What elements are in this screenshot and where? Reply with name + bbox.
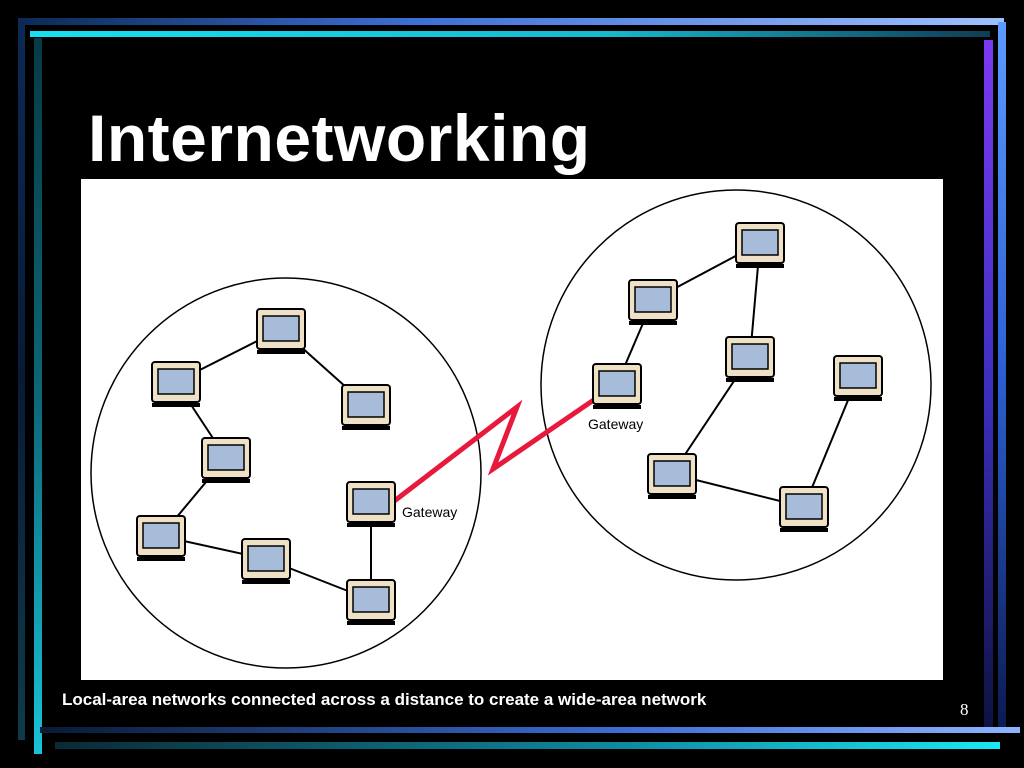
computer-icon [628,279,678,326]
frame-left-bar-inner [34,38,42,754]
computer-icon [201,437,251,484]
gateway-computer-icon [346,481,396,528]
wan-link [391,381,619,504]
network-diagram: Gateway Gateway [81,179,943,680]
lan-boundary-right [540,189,932,581]
computer-icon [256,308,306,355]
computer-icon [136,515,186,562]
gateway-computer-icon [592,363,642,410]
slide-title: Internetworking [88,101,591,175]
computer-icon [833,355,883,402]
computer-icon [725,336,775,383]
frame-left-bar-outer [18,18,25,740]
frame-right-bar-inner [998,22,1006,732]
frame-right-bar-outer [984,40,993,730]
computer-icon [151,361,201,408]
frame-bottom-bar-inner [55,742,1000,749]
gateway-label-right: Gateway [588,416,643,432]
frame-bottom-bar-outer [40,727,1020,733]
frame-top-bar-inner [30,31,990,37]
page-number: 8 [960,700,969,719]
computer-icon [647,453,697,500]
slide-caption: Local-area networks connected across a d… [62,690,707,709]
gateway-label-left: Gateway [402,504,457,520]
computer-icon [241,538,291,585]
frame-top-bar-outer [18,18,1004,25]
computer-icon [779,486,829,533]
lan-boundary-left [90,277,482,669]
computer-icon [341,384,391,431]
computer-icon [346,579,396,626]
computer-icon [735,222,785,269]
